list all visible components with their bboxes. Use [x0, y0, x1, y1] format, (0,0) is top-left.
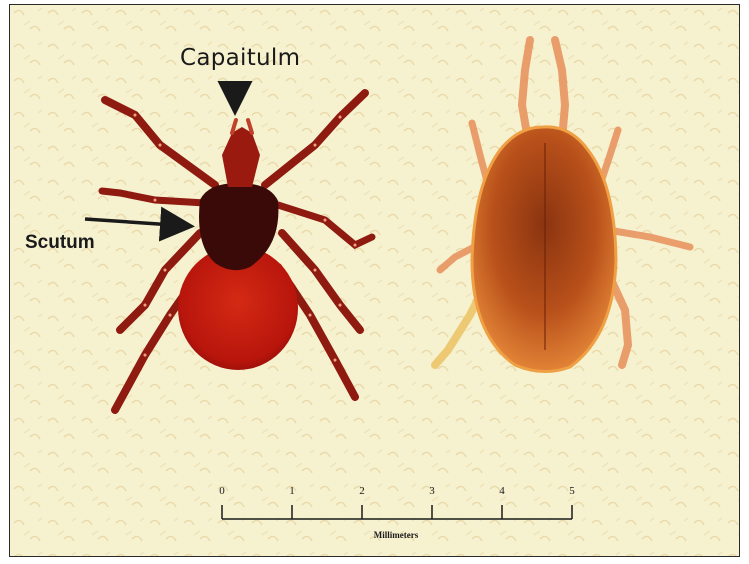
scale-label-2: 2 [359, 485, 365, 497]
specimen-figure: Capaitulm Scutum 0 1 2 3 4 5 Millimeters [9, 4, 740, 557]
scale-label-1: 1 [289, 485, 295, 497]
scale-label-5: 5 [569, 485, 575, 497]
illustration-canvas [10, 5, 739, 556]
scale-unit-label: Millimeters [374, 530, 418, 540]
scale-label-4: 4 [499, 485, 505, 497]
scutum-label: Scutum [25, 232, 95, 254]
scale-label-3: 3 [429, 485, 435, 497]
scale-label-0: 0 [219, 485, 225, 497]
background-texture [10, 5, 739, 556]
capitulum-label: Capaitulm [180, 45, 300, 71]
